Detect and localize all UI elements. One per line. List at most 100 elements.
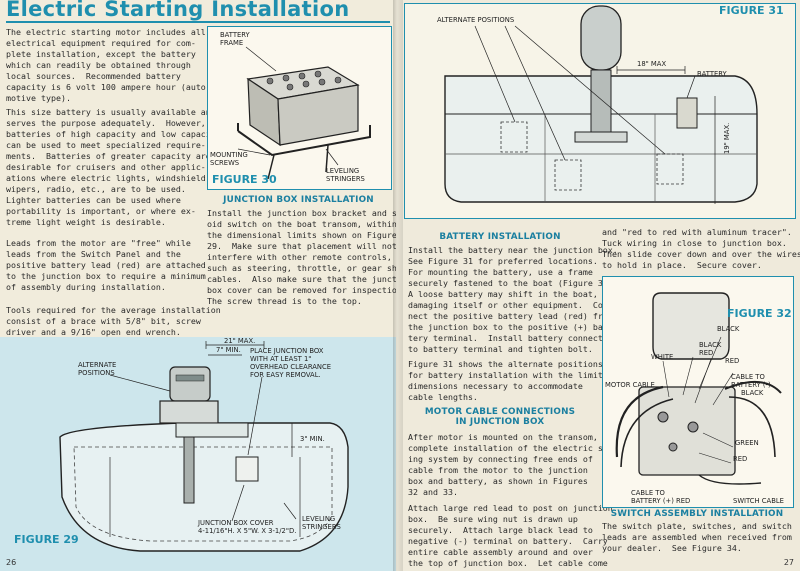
text-line: OVERHEAD CLEARANCE xyxy=(250,363,332,371)
text-line: IN JUNCTION BOX xyxy=(455,417,545,427)
label-3-min: 3" MIN. xyxy=(300,435,325,443)
text-line: POSITIONS xyxy=(78,369,115,377)
label-red-low: RED xyxy=(733,455,748,463)
text-line: Install the junction box bracket and sol… xyxy=(207,208,396,218)
text-line: consist of a brace with 5/8" bit, screw xyxy=(6,316,201,326)
text-line: desirable for cruisers and other applic- xyxy=(6,162,206,172)
text-line: Attach large red lead to post on junctio… xyxy=(408,503,613,513)
text-line: BATTERY (+) RED xyxy=(631,497,691,505)
text-line: box cover can be removed for inspection. xyxy=(207,285,396,295)
text-line: STRINGERS xyxy=(326,175,365,183)
label-7-min: 7" MIN. xyxy=(216,346,241,354)
text-line: WITH AT LEAST 1" xyxy=(250,355,312,363)
text-line: ing system by connecting free ends of xyxy=(408,454,593,464)
label-red-mid: RED xyxy=(699,349,714,357)
text-line: for battery installation with the limiti… xyxy=(408,370,618,380)
text-line: which can readily be obtained through xyxy=(6,60,191,70)
text-line: This size battery is usually available a… xyxy=(6,107,216,117)
text-line: LEVELING xyxy=(302,515,336,523)
text-line: securely. Attach large black lead to xyxy=(408,525,593,535)
battery-paragraph: This size battery is usually available a… xyxy=(6,107,221,228)
text-line: FRAME xyxy=(220,39,244,47)
text-line: batteries of high capacity and low capac… xyxy=(6,129,221,139)
text-line: The screw thread is to the top. xyxy=(207,296,362,306)
text-line: to hold in place. Secure cover. xyxy=(602,260,762,270)
text-line: cable lengths. xyxy=(408,392,478,402)
text-line: JUNCTION BOX COVER xyxy=(198,519,274,527)
junction-box-wiring-illustration xyxy=(615,292,782,485)
text-line: to battery terminal and tighten bolt. xyxy=(408,344,593,354)
text-line: After motor is mounted on the transom, xyxy=(408,432,598,442)
text-line: A loose battery may shift in the boat, xyxy=(408,289,598,299)
text-line: Install the battery near the junction bo… xyxy=(408,245,618,255)
intro-paragraph: The electric starting motor includes all… xyxy=(6,27,211,104)
label-alternate-positions-31: ALTERNATE POSITIONS xyxy=(437,16,515,24)
figure-31: ALTERNATE POSITIONS 18" MAX BATTERY 19" … xyxy=(404,3,796,219)
text-line: electrical equipment required for com- xyxy=(6,38,196,48)
text-line: interfere with other remote controls, xyxy=(207,252,392,262)
text-line: can be used to meet specialized require- xyxy=(6,140,206,150)
text-line: The electric starting motor includes all xyxy=(6,27,206,37)
book-gutter xyxy=(393,0,403,571)
text-line: See Figure 31 for preferred locations. xyxy=(408,256,598,266)
text-line: entire cable assembly around and over xyxy=(408,547,593,557)
text-line: leads from the Switch Panel and the xyxy=(6,249,181,259)
text-line: serves the purpose adequately. However, xyxy=(6,118,206,128)
label-battery: BATTERY xyxy=(697,70,727,78)
text-line: nect the positive battery lead (red) fro… xyxy=(408,311,613,321)
text-line: of assembly during installation. xyxy=(6,282,166,292)
label-black-right: BLACK xyxy=(741,389,764,397)
text-line: Then slide cover down and over the wires xyxy=(602,249,800,259)
label-white: WHITE xyxy=(651,353,674,361)
text-line: and "red to red with aluminum tracer". xyxy=(602,227,792,237)
battery-installation-paragraph: Install the battery near the junction bo… xyxy=(408,245,618,355)
figure-32: FIGURE 32 BLACK BLACK WHITE RED RED CABL… xyxy=(602,276,794,508)
text-line: damaging itself or other equipment. Con- xyxy=(408,300,613,310)
label-green: GREEN xyxy=(735,439,759,447)
page-title: Electric Starting Installation xyxy=(6,0,350,21)
text-line: Tuck wiring in close to junction box. xyxy=(602,238,787,248)
text-line: complete installation of the electric st… xyxy=(408,443,628,453)
label-black-mid: BLACK xyxy=(699,341,722,349)
label-21-max: 21" MAX. xyxy=(224,337,256,345)
figure-30-label: FIGURE 30 xyxy=(212,173,277,186)
text-line: the dimensional limits shown on Figure xyxy=(207,230,396,240)
text-line: the junction box to the positive (+) bat… xyxy=(408,322,613,332)
page-number-right: 27 xyxy=(783,558,794,567)
switch-assembly-heading: SWITCH ASSEMBLY INSTALLATION xyxy=(610,509,784,519)
junction-box-heading: JUNCTION BOX INSTALLATION xyxy=(223,195,374,205)
boat-transom-illustration xyxy=(59,341,349,552)
text-line: treme light weight is desirable. xyxy=(6,217,166,227)
text-line: BATTERY (-) xyxy=(731,381,771,389)
text-line: portability is important, or where ex- xyxy=(6,206,196,216)
text-line: Leads from the motor are "free" while xyxy=(6,238,191,248)
text-line: cable from the motor to the junction xyxy=(408,465,588,475)
text-line: your dealer. See Figure 34. xyxy=(602,543,742,553)
text-line: SCREWS xyxy=(210,159,240,167)
label-black-top: BLACK xyxy=(717,325,740,333)
title-rule xyxy=(6,21,390,23)
battery-frame-illustration xyxy=(237,46,371,180)
text-line: local sources. Recommended battery xyxy=(6,71,181,81)
label-switch-cable: SWITCH CABLE xyxy=(733,497,784,505)
continued-paragraph: and "red to red with aluminum tracer".Tu… xyxy=(602,227,800,271)
text-line: MOTOR CABLE CONNECTIONS xyxy=(424,407,576,417)
label-18-max: 18" MAX xyxy=(637,60,667,68)
text-line: MOUNTING xyxy=(210,151,248,159)
text-line: capacity is 6 volt 100 ampere hour (auto… xyxy=(6,82,211,92)
text-line: such as steering, throttle, or gear shif… xyxy=(207,263,396,273)
figure-29-label: FIGURE 29 xyxy=(14,533,79,546)
